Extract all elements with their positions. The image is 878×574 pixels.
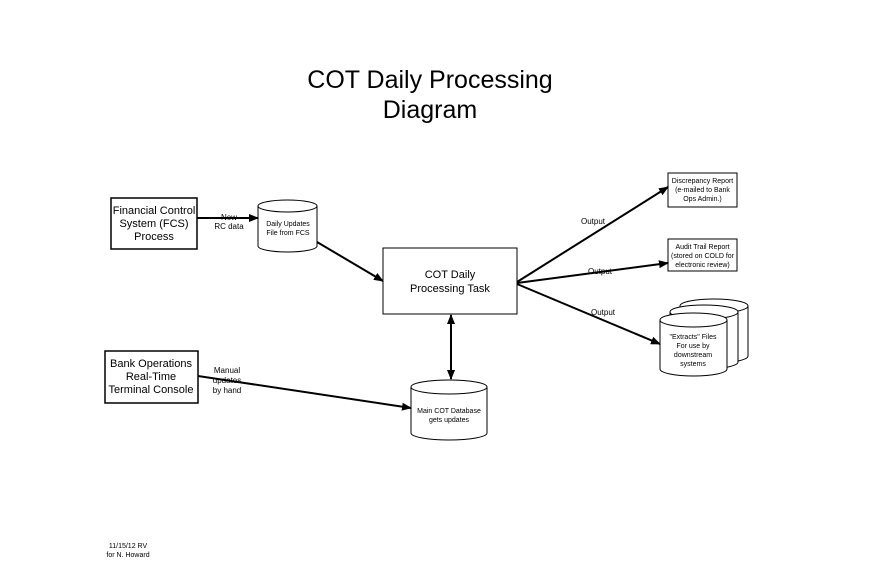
extracts-files-cylinders: "Extracts" Files For use by downstream s…: [659, 298, 749, 377]
new-rc-data-label-2: RC data: [214, 222, 244, 231]
extracts-label-2: For use by: [676, 343, 710, 350]
bank-ops-label-2: Real-Time: [126, 371, 176, 383]
extracts-label-3: downstream: [674, 352, 712, 359]
output-label-1: Output: [581, 217, 606, 226]
output-label-2: Output: [588, 267, 613, 276]
title-line1: COT Daily Processing: [307, 66, 552, 94]
manual-label-3: by hand: [213, 386, 241, 395]
fcs-process-box: Financial Control System (FCS) Process: [110, 197, 198, 250]
footer-date: 11/15/12 RV: [109, 543, 148, 550]
fcs-label-1: Financial Control: [113, 205, 196, 217]
arrow-task-to-discrepancy: [516, 186, 669, 283]
extracts-label-1: "Extracts" Files: [670, 334, 717, 341]
fcs-label-3: Process: [134, 231, 174, 243]
fcs-label-2: System (FCS): [119, 218, 188, 230]
audit-label-2: (stored on COLD for: [671, 253, 735, 260]
task-label-2: Processing Task: [410, 283, 490, 295]
task-label-1: COT Daily: [425, 269, 476, 281]
arrow-bank-to-db: [197, 375, 412, 411]
daily-updates-label-1: Daily Updates: [266, 221, 310, 228]
audit-label-1: Audit Trail Report: [675, 244, 729, 251]
discrepancy-report-box: Discrepancy Report (e-mailed to Bank Ops…: [667, 172, 738, 208]
main-db-label-2: gets updates: [429, 417, 470, 424]
bank-ops-label-3: Terminal Console: [109, 384, 194, 396]
footer-author: for N. Howard: [106, 552, 149, 559]
main-cot-database-cylinder: Main COT Database gets updates: [410, 379, 488, 441]
output-label-3: Output: [591, 308, 616, 317]
arrow-task-to-extracts: [516, 283, 661, 345]
manual-label-1: Manual: [214, 366, 240, 375]
manual-label-2: updates: [213, 376, 241, 385]
title-line2: Diagram: [383, 96, 477, 124]
bank-ops-label-1: Bank Operations: [110, 358, 192, 370]
discrepancy-label-3: Ops Admin.): [683, 196, 722, 203]
daily-updates-label-2: File from FCS: [266, 230, 310, 237]
main-db-label-1: Main COT Database: [417, 408, 481, 415]
daily-updates-file-cylinder: Daily Updates File from FCS: [257, 199, 318, 253]
discrepancy-label-1: Discrepancy Report: [672, 178, 734, 185]
audit-trail-report-box: Audit Trail Report (stored on COLD for e…: [667, 238, 738, 272]
arrow-task-to-audit: [516, 260, 669, 284]
extracts-label-4: systems: [680, 361, 706, 368]
audit-label-3: electronic review): [675, 262, 729, 269]
new-rc-data-label-1: New: [221, 213, 237, 222]
bank-operations-console-box: Bank Operations Real-Time Terminal Conso…: [104, 350, 199, 404]
arrow-file-to-task: [316, 241, 384, 282]
discrepancy-label-2: (e-mailed to Bank: [675, 187, 730, 194]
cot-daily-processing-task-box: COT Daily Processing Task: [382, 247, 518, 315]
